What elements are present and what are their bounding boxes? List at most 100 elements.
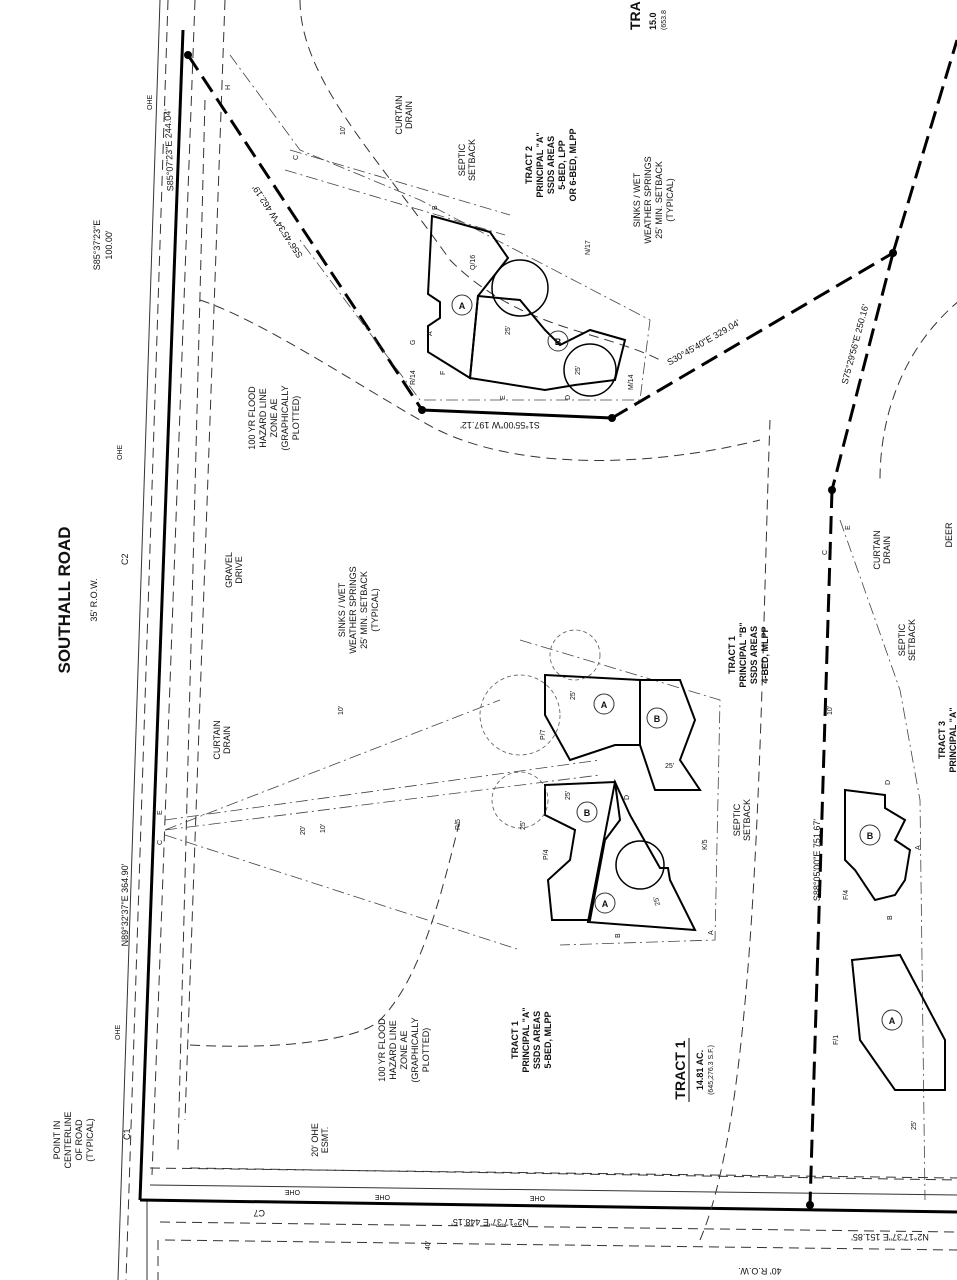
bearing: S30°45'40"E 329.04' [665,317,742,367]
tract3-ssds-areas: B A [839,519,946,1201]
points-label: A [708,930,715,935]
grid-refs-label: R/14 [410,370,417,385]
notes-label: SETBACK [742,799,752,841]
points-label: B [432,205,439,210]
notes-label: 25' MIN. SETBACK [359,571,369,649]
note-septic-setback-t1: SEPTICSETBACK [732,799,752,841]
road-name: SOUTHALL ROAD [55,526,74,673]
notes-label: ESMT. [320,1127,330,1154]
bearing: S88°05'00"E 751.67' [812,819,822,902]
dims-label: 25' [565,791,572,800]
notes-label: 25' MIN. SETBACK [654,161,664,239]
points-label: E [845,525,852,530]
points-label: B [615,933,622,938]
area-label-a: A [459,301,466,311]
svg-text:TRACT 3PRINCIPAL "A": TRACT 3PRINCIPAL "A" [937,707,957,772]
grid-refs-label: Q/16 [470,255,477,270]
notes-label: ZONE AE [269,398,279,437]
notes-label: SEPTIC [897,623,907,656]
svg-text:20' OHEESMT.: 20' OHEESMT. [310,1123,330,1157]
note-sinks-t2: SINKS / WETWEATHER SPRINGS25' MIN. SETBA… [632,156,675,243]
dims-label: 25' [520,821,527,830]
note-tract1-principal-a: TRACT 1PRINCIPAL "A"SSDS AREAS5-BED, MLP… [510,1007,553,1072]
tract2-area-b [468,294,627,392]
bearing: S1°55'00"W 197.12' [460,420,540,430]
note-sinks-t1: SINKS / WETWEATHER SPRINGS25' MIN. SETBA… [337,566,380,653]
points-label: D [885,780,892,785]
tract1-drains [164,639,721,951]
tract1-label: SSDS AREAS [749,626,759,684]
area-label-a: A [601,700,608,710]
notes-label: (TYPICAL) [85,1118,95,1162]
notes-label: OHE [147,95,154,111]
bearing: N2°17'37"E 151.85' [851,1232,929,1242]
notes-label: PLOTTED) [421,1028,431,1073]
points-label: C [822,550,829,555]
svg-text:SEPTICSETBACK: SEPTICSETBACK [732,799,752,841]
svg-text:TRACT 2PRINCIPAL "A"SSDS AREAS: TRACT 2PRINCIPAL "A"SSDS AREAS5-BED, LPP… [524,128,578,201]
notes-label: OF ROAD [74,1119,84,1161]
dims-label: 25' [653,896,662,907]
area-label-b: B [654,714,661,724]
notes-label: SETBACK [907,619,917,661]
tract1-label: TRACT 1 [727,636,737,674]
points-label: E [500,395,507,400]
area-label-a: A [602,899,609,909]
notes-label: 20' OHE [310,1123,320,1157]
notes-label: POINT IN [52,1121,62,1160]
points-label: F [440,371,447,375]
points-label: H [225,85,232,90]
notes-label: PLOTTED) [291,396,301,441]
point-letters: A B C D E F G H A B C D E C E D A B [157,85,922,938]
note-curtain-drain-t1: CURTAINDRAIN [212,720,232,759]
notes-label: OHE [115,1025,122,1041]
dims-label: 40' [425,1241,432,1250]
tract2-label: TRACT 2 [524,146,534,184]
note-flood-1: 100 YR FLOODHAZARD LINEZONE AE(GRAPHICAL… [247,385,301,450]
grid-references: Q/16 N/17 R/14 M/14 P/7 R/5 P/4 K/5 F/4 … [410,240,850,1045]
svg-text:TRACT 1PRINCIPAL "A"SSDS AREAS: TRACT 1PRINCIPAL "A"SSDS AREAS5-BED, MLP… [510,1007,553,1072]
grid-refs-label: K/5 [702,839,709,850]
area-label-b: B [584,808,591,818]
note-tract2-principal-a: TRACT 2PRINCIPAL "A"SSDS AREAS5-BED, LPP… [524,128,578,201]
notes-label: 100 YR FLOOD [247,386,257,450]
svg-text:GRAVELDRIVE: GRAVELDRIVE [224,552,244,588]
tract2-title-block: TRA 15.0 (653.8 [627,1,668,30]
dims-label: 25' [911,1121,918,1130]
svg-text:100 YR FLOODHAZARD LINEZONE AE: 100 YR FLOODHAZARD LINEZONE AE(GRAPHICAL… [247,385,301,450]
note-septic-setback-t3: SEPTICSETBACK [897,619,917,661]
tract2-label: OR 6-BED, MLPP [568,128,578,201]
note-flood-2: 100 YR FLOODHAZARD LINEZONE AE(GRAPHICAL… [377,1017,431,1082]
dims-label: 10' [340,126,347,135]
grid-refs-label: F/4 [843,890,850,900]
notes-label: CURTAIN [212,720,222,759]
curve-label: C2 [120,553,130,565]
notes-label: SEPTIC [732,803,742,836]
grid-refs-label: P/4 [543,849,550,860]
notes-label: SINKS / WET [337,582,347,637]
notes-label: CURTAIN [394,95,404,134]
curve-label: C1 [122,1128,132,1140]
notes-label: DRAIN [882,536,892,564]
notes-label: SINKS / WET [632,172,642,227]
tract1-label: 5-BED, MLPP [543,1011,553,1068]
tract1-label: TRACT 1 [672,1040,688,1099]
note-curtain-drain-t2: CURTAINDRAIN [394,95,414,134]
points-label: A [427,331,434,336]
points-label: C [157,840,164,845]
notes-label: (TYPICAL) [370,588,380,632]
tract2-area-a [426,214,510,380]
bearing-labels: S85°37'23"E 100.00' S85°07'23"E 244.04' … [92,109,929,1242]
notes-label: (TYPICAL) [665,178,675,222]
bearing-distance: 100.00' [104,230,114,260]
fence-lines [177,99,957,1181]
area-label-b: B [555,337,562,347]
dims-label: 10' [827,706,834,715]
tract2-setback [229,54,651,401]
tract1-label: (645,276.3 S.F.) [708,1045,715,1095]
svg-text:SEPTICSETBACK: SEPTICSETBACK [897,619,917,661]
svg-text:CURTAINDRAIN: CURTAINDRAIN [872,530,892,569]
dims-label: 10' [338,706,345,715]
note-gravel-drive: GRAVELDRIVE [224,552,244,588]
notes-label: DRIVE [234,556,244,584]
